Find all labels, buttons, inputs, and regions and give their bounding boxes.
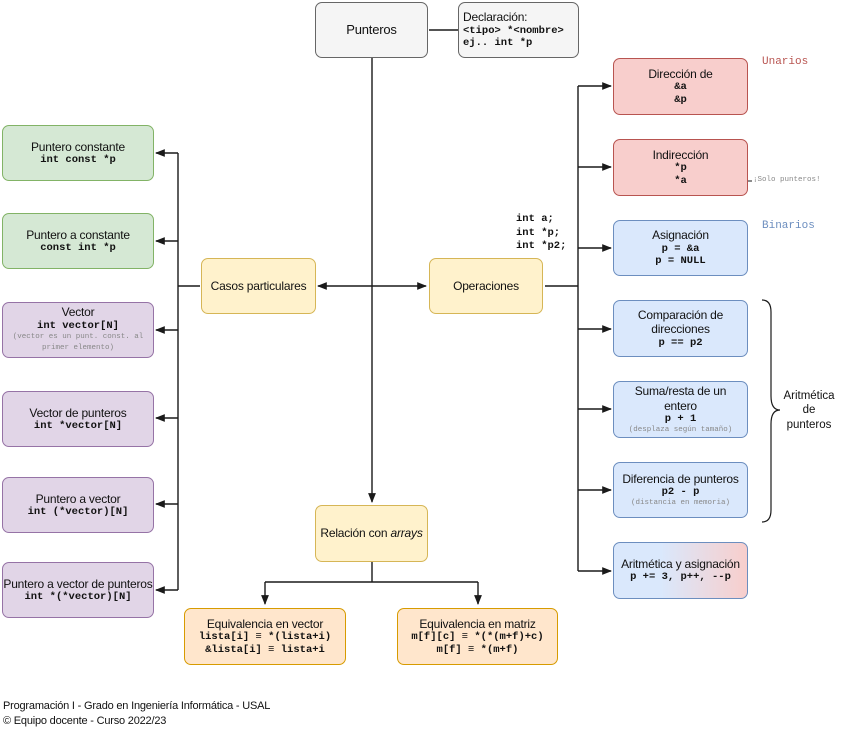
case-code: int const *p (40, 153, 116, 166)
op-title: Asignación (652, 228, 709, 243)
particular-cases-node: Casos particulares (201, 258, 316, 314)
unary-label: Unarios (762, 56, 809, 68)
case-code: int *(*vector)[N] (24, 590, 132, 603)
op-code: *p (674, 162, 687, 175)
variable-declarations: int a; int *p; int *p2; (516, 213, 566, 254)
declaration-title: Declaración: (463, 10, 528, 25)
op-code: p += 3, p++, --p (630, 571, 731, 584)
op-title: Indirección (652, 147, 709, 162)
op-code: p == p2 (658, 336, 703, 349)
case-pointer-to-const: Puntero a constante const int *p (2, 213, 154, 269)
footer-line-1: Programación I - Grado en Ingeniería Inf… (3, 700, 271, 712)
arrays-node: Relación con arrays (315, 505, 428, 562)
eq-code: &lista[i] ≡ lista+i (205, 643, 325, 656)
binary-label: Binarios (762, 220, 815, 232)
declaration-line: int *p; (516, 226, 561, 239)
case-title: Puntero constante (30, 139, 125, 154)
only-pointers-annotation: ¡Solo punteros! (753, 176, 821, 184)
op-code: &a (674, 81, 687, 94)
op-code: p + 1 (664, 413, 697, 426)
case-code: int (*vector)[N] (27, 505, 129, 518)
arithmetic-label: Aritmética de punteros (783, 390, 835, 431)
op-title: Aritmética y asignación (621, 557, 740, 571)
case-vector: Vector int vector[N] (vector es un punt.… (2, 302, 154, 358)
declaration-syntax: <tipo> *<nombre> (463, 24, 564, 37)
case-code: const int *p (40, 241, 116, 254)
op-code: &p (674, 93, 687, 106)
particular-cases-title: Casos particulares (210, 278, 307, 293)
punteros-node: Punteros (315, 2, 428, 58)
case-vector-of-pointers: Vector de punteros int *vector[N] (2, 391, 154, 447)
op-note: (desplaza según tamaño) (628, 425, 733, 434)
case-pointer-to-vector: Puntero a vector int (*vector)[N] (2, 477, 154, 533)
op-code: *a (674, 174, 687, 187)
declaration-line: int a; (516, 213, 554, 225)
case-const-pointer: Puntero constante int const *p (2, 125, 154, 181)
op-address-of: Dirección de &a &p (613, 58, 748, 115)
footer: Programación I - Grado en Ingeniería Inf… (3, 699, 270, 729)
vector-equivalence: Equivalencia en vector lista[i] ≡ *(list… (184, 608, 346, 665)
operations-title: Operaciones (453, 278, 519, 293)
op-code: p = NULL (655, 255, 706, 268)
arrays-title: Relación con arrays (320, 526, 423, 541)
op-title: Diferencia de punteros (622, 472, 739, 486)
declaration-example: ej.. int *p (463, 37, 533, 50)
case-code: int *vector[N] (33, 419, 123, 432)
op-code: p = &a (661, 242, 700, 255)
eq-title: Equivalencia en matriz (419, 616, 536, 631)
declaration-node: Declaración: <tipo> *<nombre> ej.. int *… (458, 2, 579, 58)
op-note: (distancia en memoria) (630, 498, 731, 507)
operations-node: Operaciones (429, 258, 543, 314)
case-note: (vector es un punt. const. al primer ele… (12, 333, 144, 353)
op-code: p2 - p (661, 486, 700, 499)
case-title: Puntero a vector (35, 491, 121, 506)
footer-line-2: © Equipo docente - Curso 2022/23 (3, 715, 167, 727)
eq-code: lista[i] ≡ *(lista+i) (198, 631, 332, 644)
op-pointer-difference: Diferencia de punteros p2 - p (distancia… (613, 462, 748, 518)
case-title: Puntero a constante (26, 227, 130, 242)
punteros-title: Punteros (346, 22, 397, 38)
case-title: Puntero a vector de punteros (3, 576, 153, 591)
op-indirection: Indirección *p *a (613, 139, 748, 196)
case-pointer-to-vector-of-pointers: Puntero a vector de punteros int *(*vect… (2, 562, 154, 618)
case-code: int vector[N] (37, 319, 119, 332)
case-title: Vector (61, 305, 95, 320)
op-title: Dirección de (648, 66, 713, 81)
op-assignment: Asignación p = &a p = NULL (613, 220, 748, 276)
case-title: Vector de punteros (29, 405, 127, 420)
matrix-equivalence: Equivalencia en matriz m[f][c] ≡ *(*(m+f… (397, 608, 558, 665)
op-arith-assignment: Aritmética y asignación p += 3, p++, --p (613, 542, 748, 599)
declaration-line: int *p2; (516, 240, 567, 252)
eq-code: m[f] ≡ *(m+f) (436, 643, 519, 656)
op-add-subtract: Suma/resta de un entero p + 1 (desplaza … (613, 381, 748, 438)
op-title: Comparación de direcciones (637, 307, 724, 337)
eq-title: Equivalencia en vector (206, 616, 324, 631)
eq-code: m[f][c] ≡ *(*(m+f)+c) (411, 631, 544, 644)
op-comparison: Comparación de direcciones p == p2 (613, 300, 748, 357)
op-title: Suma/resta de un entero (634, 384, 727, 413)
